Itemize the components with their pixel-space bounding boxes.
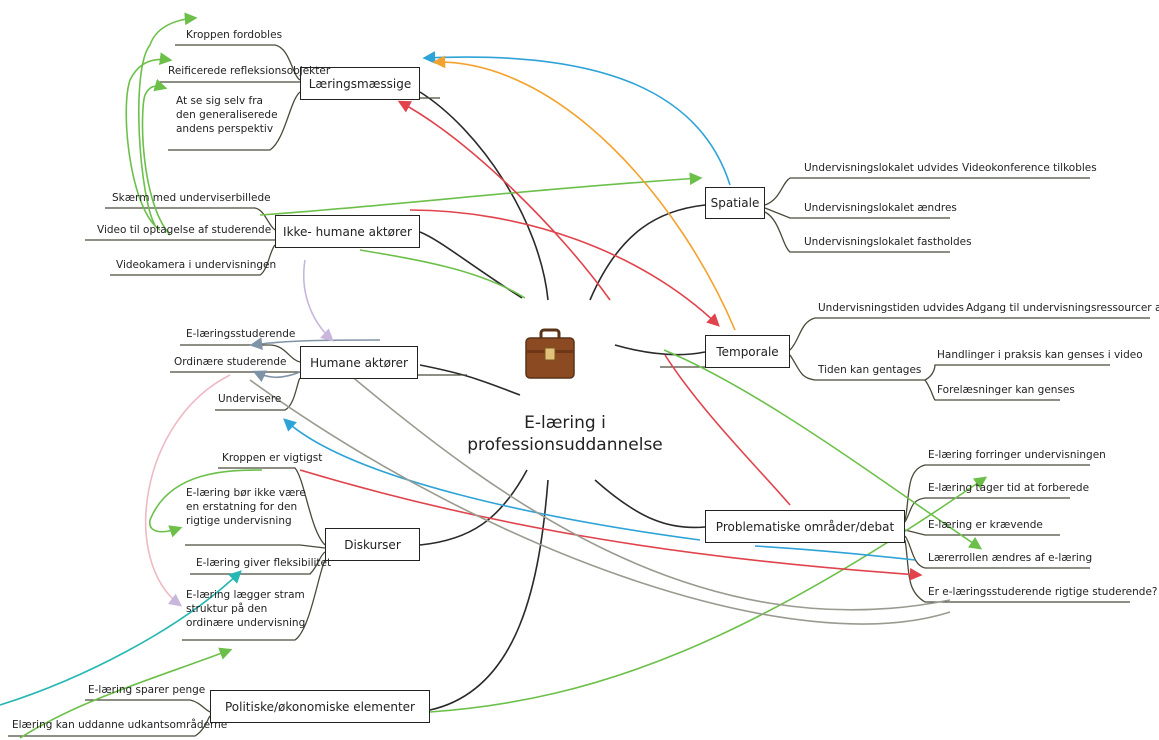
- leaf-tiden-kan-gentages[interactable]: Tiden kan gentages: [818, 364, 922, 376]
- leaf-lokalet-fastholdes[interactable]: Undervisningslokalet fastholdes: [804, 236, 972, 248]
- leaf-lokalet-aendres[interactable]: Undervisningslokalet ændres: [804, 202, 957, 214]
- node-problematiske-omrader[interactable]: Problematiske områder/debat: [705, 510, 905, 543]
- leaf-kroppen-er-vigtigst[interactable]: Kroppen er vigtigst: [222, 452, 323, 464]
- central-topic: E-læring i professionsuddannelse: [460, 412, 670, 456]
- leaf-lokalet-udvides[interactable]: Undervisningslokalet udvides: [804, 162, 959, 174]
- leaf-forringer-undervisningen[interactable]: E-læring forringer undervisningen: [928, 449, 1106, 461]
- leaf-sparer-penge[interactable]: E-læring sparer penge: [88, 684, 206, 696]
- central-topic-line2: professionsuddannelse: [467, 435, 663, 455]
- leaf-rigtige-studerende[interactable]: Er e-læringsstuderende rigtige studerend…: [928, 586, 1158, 598]
- node-temporale[interactable]: Temporale: [705, 335, 790, 368]
- node-spatiale[interactable]: Spatiale: [705, 187, 765, 219]
- leaf-skaerm-med-underviserbillede[interactable]: Skærm med underviserbillede: [112, 192, 271, 204]
- leaf-elaeringsstuderende[interactable]: E-læringsstuderende: [186, 328, 296, 340]
- leaf-giver-fleksibilitet[interactable]: E-læring giver fleksibilitet: [196, 557, 332, 569]
- leaf-videokonference-tilkobles[interactable]: Videokonference tilkobles: [962, 162, 1097, 174]
- leaf-handlinger-i-praksis[interactable]: Handlinger i praksis kan genses i video: [937, 349, 1143, 361]
- leaf-kraevende[interactable]: E-læring er krævende: [928, 519, 1043, 531]
- trunk-lines: [419, 91, 706, 711]
- leaf-laererrollen-aendres[interactable]: Lærerrollen ændres af e-læring: [928, 552, 1093, 564]
- leaf-undervisere[interactable]: Undervisere: [218, 393, 282, 405]
- node-ikke-humane-aktorer[interactable]: Ikke- humane aktører: [275, 215, 420, 248]
- node-diskurser[interactable]: Diskurser: [325, 528, 420, 561]
- leaf-forelaesninger-kan-genses[interactable]: Forelæsninger kan genses: [937, 384, 1075, 396]
- leaf-tiden-udvides[interactable]: Undervisningstiden udvides: [818, 302, 964, 314]
- leaf-ordinaere-studerende[interactable]: Ordinære studerende: [174, 356, 287, 368]
- node-humane-aktorer[interactable]: Humane aktører: [300, 346, 418, 379]
- briefcase-icon: [524, 328, 576, 382]
- leaf-generaliserede-andens-perspektiv[interactable]: At se sig selv fra den generaliserede an…: [176, 95, 278, 135]
- central-topic-line1: E-læring i: [524, 413, 606, 433]
- leaf-stram-struktur[interactable]: E-læring lægger stram struktur på den or…: [186, 589, 306, 629]
- association-arrows: [0, 12, 988, 739]
- branch-lines: [8, 44, 1150, 737]
- leaf-adgang-altid[interactable]: Adgang til undervisningsressourcer altid: [966, 302, 1159, 314]
- leaf-tid-at-forberede[interactable]: E-læring tager tid at forberede: [928, 482, 1090, 494]
- leaf-reificerede-refleksionsobjekter[interactable]: Reificerede refleksionsobjekter: [168, 65, 331, 77]
- node-politiske-okonomiske[interactable]: Politiske/økonomiske elementer: [210, 690, 430, 723]
- node-laeringsmaessige[interactable]: Læringsmæssige: [300, 67, 420, 100]
- leaf-ikke-erstatning[interactable]: E-læring bør ikke være en erstatning for…: [186, 487, 306, 527]
- leaf-video-til-optagelse[interactable]: Video til optagelse af studerende: [97, 224, 272, 236]
- leaf-videokamera-i-undervisningen[interactable]: Videokamera i undervisningen: [116, 259, 277, 271]
- leaf-kroppen-fordobles[interactable]: Kroppen fordobles: [186, 29, 283, 41]
- leaf-uddanne-udkantsomraderne[interactable]: Elæring kan uddanne udkantsområderne: [12, 719, 228, 731]
